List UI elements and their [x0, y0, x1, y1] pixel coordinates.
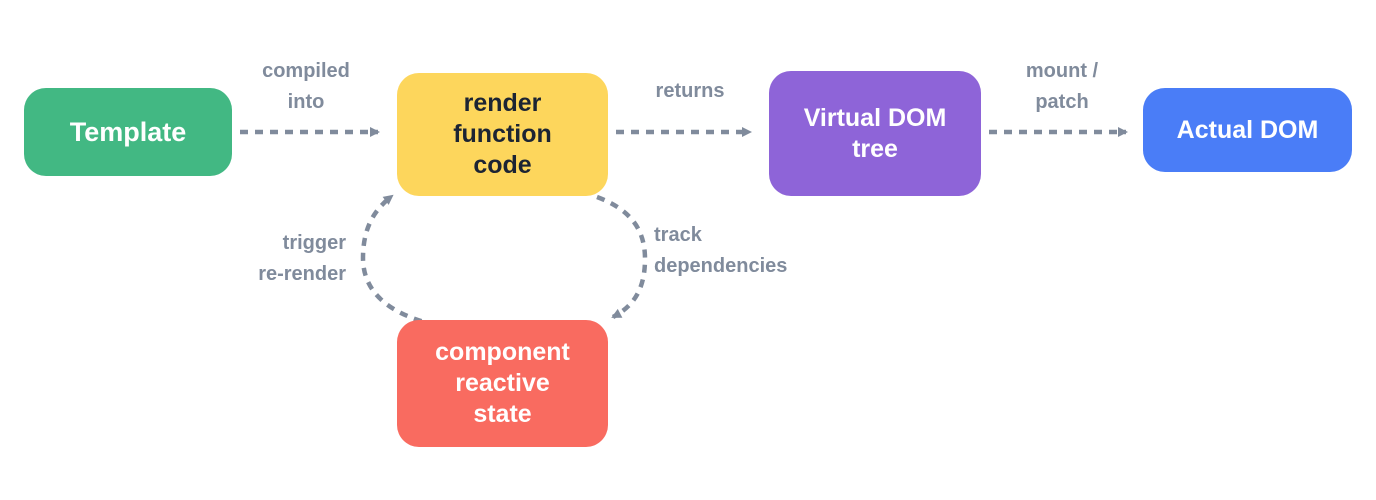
node-render-function-code: render function code	[397, 73, 608, 196]
node-actual-dom-label: Actual DOM	[1176, 115, 1319, 144]
edge-label-trigger-re-render: trigger re-render	[258, 232, 346, 285]
node-actual-dom: Actual DOM	[1143, 88, 1352, 172]
node-component-reactive-state-label: component	[435, 338, 570, 366]
edge-label-returns: returns	[655, 80, 725, 102]
node-render-function-code-label: render	[463, 89, 542, 117]
node-component-reactive-state-label: reactive	[455, 369, 550, 397]
node-template: Template	[24, 88, 232, 176]
arrow-trigger-re-render	[360, 194, 437, 328]
edge-label-compiled-into: compiled into	[262, 60, 350, 113]
edge-label-track-dependencies: track dependencies	[654, 224, 788, 277]
node-render-function-code-label: function	[453, 120, 552, 148]
node-render-function-code-label: code	[473, 151, 532, 179]
node-template-label: Template	[69, 116, 187, 147]
node-virtual-dom-tree: Virtual DOM tree	[769, 71, 981, 196]
node-virtual-dom-tree-label: tree	[852, 134, 898, 163]
arrow-track-dependencies	[596, 194, 648, 319]
node-virtual-dom-tree-label: Virtual DOM	[803, 103, 947, 132]
edge-label-mount-patch: mount / patch	[1025, 60, 1099, 113]
node-component-reactive-state: component reactive state	[397, 320, 608, 447]
node-component-reactive-state-label: state	[473, 400, 532, 428]
